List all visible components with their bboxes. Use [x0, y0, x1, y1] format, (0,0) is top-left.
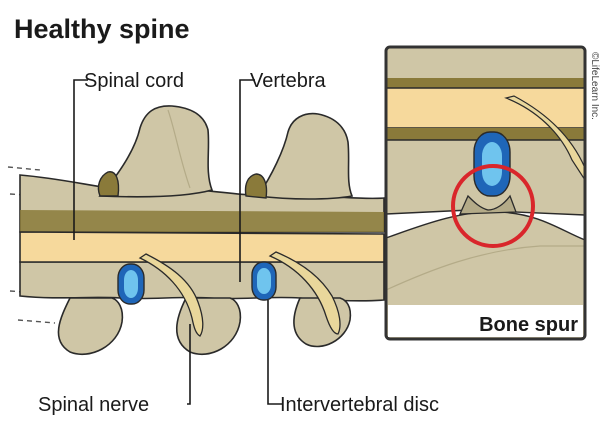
- spinous-process-1: [98, 105, 214, 198]
- callouts: Spinal cord Vertebra Spinal nerve Interv…: [38, 70, 439, 416]
- inset-panel: Bone spur: [384, 45, 587, 341]
- spinal-nerve-1: [138, 253, 204, 337]
- spinal-cord-leader: [73, 79, 88, 240]
- inset-frame: [384, 45, 587, 341]
- spinous-process-2: [256, 112, 354, 200]
- diagram-title: Healthy spine: [14, 14, 190, 44]
- spine-illustration: [7, 105, 385, 356]
- vertebra-label: Vertebra: [250, 70, 326, 92]
- credit-text: ©LifeLearn Inc.: [589, 52, 600, 120]
- bone-spur-highlight-circle: [451, 164, 535, 248]
- spinal-nerve-2: [268, 251, 341, 335]
- inset-caption: Bone spur: [479, 314, 578, 336]
- bone-spur: [458, 194, 517, 215]
- spinal-cord-label: Spinal cord: [84, 70, 184, 92]
- intervertebral-disc-2: [251, 261, 277, 301]
- intervertebral-disc-label: Intervertebral disc: [280, 394, 439, 416]
- intervertebral-disc-1: [117, 263, 145, 305]
- vertebra-leader: [239, 79, 255, 282]
- spinal-nerve-label: Spinal nerve: [38, 394, 149, 416]
- intervertebral-disc-leader: [267, 300, 282, 405]
- spinal-cord: [19, 231, 385, 263]
- spinal-nerve-leader: [187, 324, 191, 405]
